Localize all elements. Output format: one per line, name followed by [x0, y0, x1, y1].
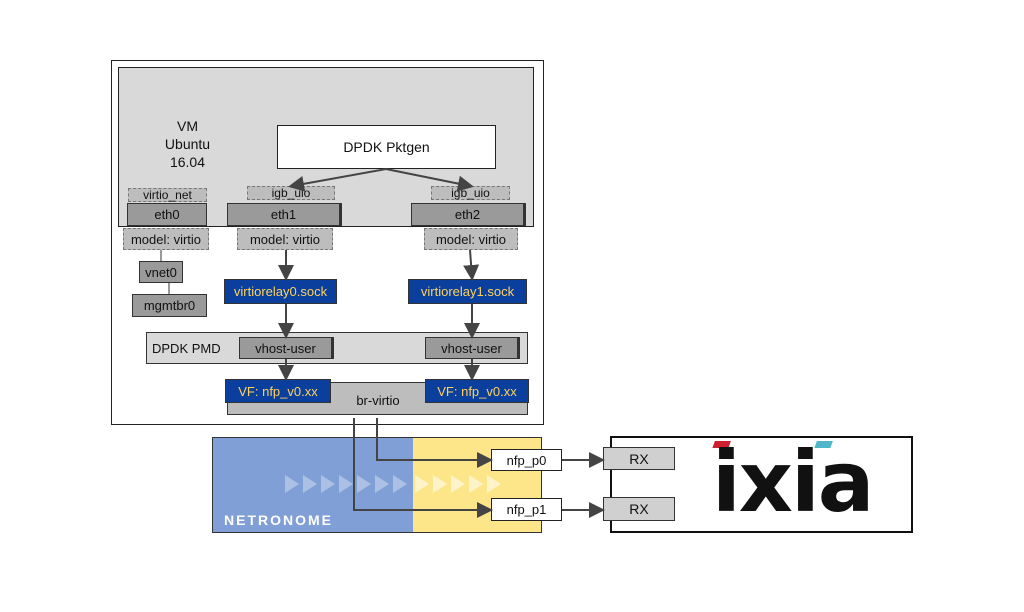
arrow-br-nfp-p1 — [353, 418, 493, 518]
ixia-logo: ixia — [712, 433, 912, 532]
rx-port-1: RX — [603, 497, 675, 521]
br-virtio-label: br-virtio — [356, 392, 400, 408]
netronome-logo: NETRONOME — [224, 512, 333, 528]
vnet0-box: vnet0 — [139, 261, 183, 283]
eth1-interface: eth1 — [227, 203, 340, 226]
arrow-pktgen-eth1 — [288, 168, 387, 192]
eth2-interface: eth2 — [411, 203, 524, 226]
arrow-br-nfp-p0 — [376, 418, 493, 468]
dpdk-pmd-label: DPDK PMD — [152, 340, 221, 356]
vf-nfp-0: VF: nfp_v0.xx — [225, 379, 331, 403]
vm-label: VM — [177, 118, 198, 134]
driver-virtio-net: virtio_net — [128, 188, 207, 202]
nfp-p0-port: nfp_p0 — [491, 449, 562, 471]
virtiorelay0-sock: virtiorelay0.sock — [224, 279, 337, 304]
rx-port-0: RX — [603, 447, 675, 470]
vm-os-label: Ubuntu 16.04 — [164, 136, 211, 170]
virtiorelay1-sock: virtiorelay1.sock — [408, 279, 527, 304]
model-virtio-eth0: model: virtio — [123, 228, 209, 250]
nfp-p1-port: nfp_p1 — [491, 498, 562, 521]
ixia-logo-accents — [712, 441, 833, 448]
vm-title: VM Ubuntu 16.04 — [150, 117, 225, 171]
arrow-pktgen-eth2 — [385, 168, 474, 192]
ixia-logo-text: ixia — [712, 433, 874, 531]
vf-nfp-1: VF: nfp_v0.xx — [425, 379, 529, 403]
arrow-model-relay1 — [463, 249, 480, 281]
model-virtio-eth2: model: virtio — [424, 228, 518, 250]
mgmtbr0-box: mgmtbr0 — [132, 294, 207, 317]
eth0-interface: eth0 — [127, 203, 207, 226]
model-virtio-eth1: model: virtio — [237, 228, 333, 250]
netronome-chevrons — [285, 475, 501, 493]
